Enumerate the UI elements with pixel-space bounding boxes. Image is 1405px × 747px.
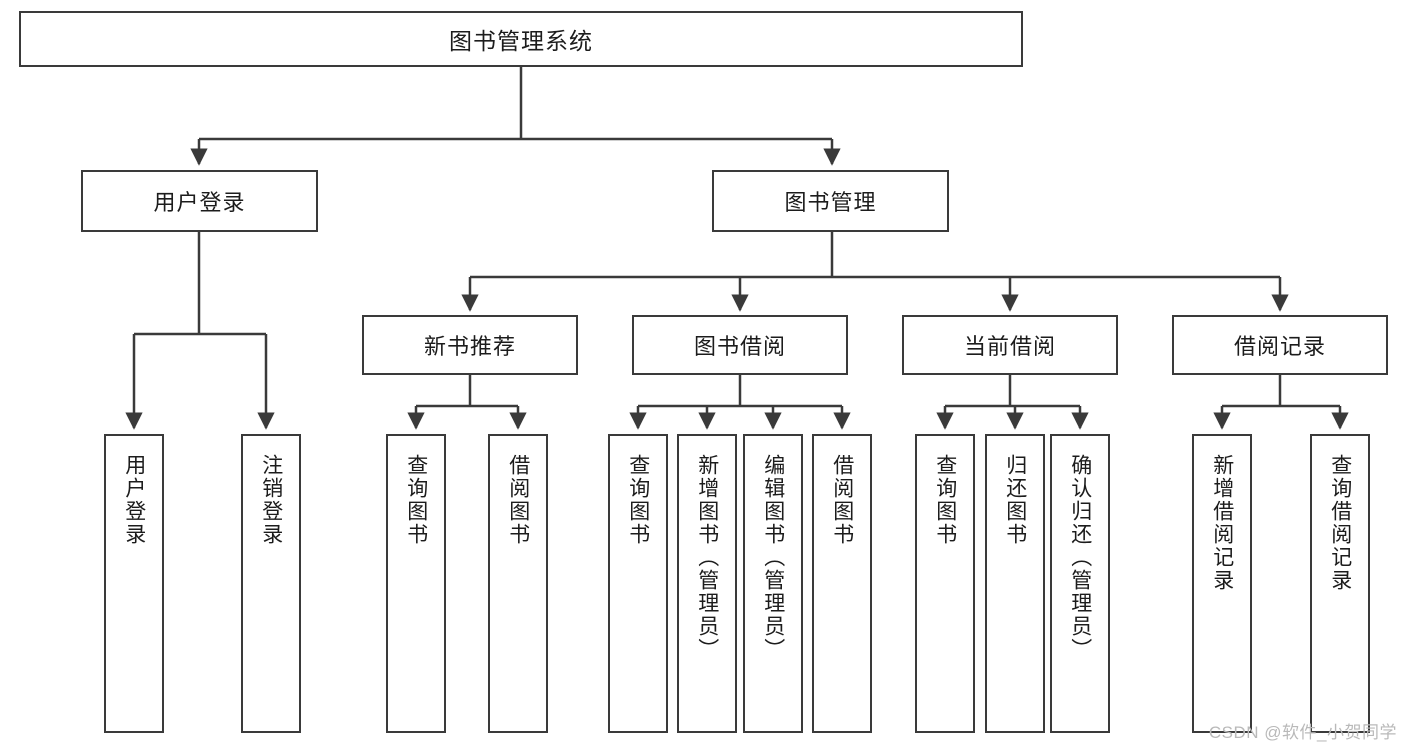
node-leaf-borrow-book-1-label: 借阅图书 [506, 454, 530, 546]
node-leaf-user-logout[interactable]: 注销登录 [241, 434, 301, 733]
node-book-manage-label: 图书管理 [784, 190, 877, 215]
node-borrow-record-label: 借阅记录 [1233, 334, 1326, 359]
node-leaf-confirm-return[interactable]: 确认归还（管理员） [1050, 434, 1110, 733]
node-leaf-borrow-book-1[interactable]: 借阅图书 [488, 434, 548, 733]
node-leaf-query-record-label: 查询借阅记录 [1328, 454, 1352, 592]
node-leaf-confirm-return-label: 确认归还（管理员） [1068, 454, 1092, 661]
node-root-label: 图书管理系统 [449, 28, 593, 54]
node-leaf-return-book[interactable]: 归还图书 [985, 434, 1045, 733]
node-leaf-borrow-book-2-label: 借阅图书 [830, 454, 854, 546]
node-book-borrow-label: 图书借阅 [693, 334, 786, 359]
node-leaf-edit-book[interactable]: 编辑图书（管理员） [743, 434, 803, 733]
node-new-book-recommend[interactable]: 新书推荐 [362, 315, 578, 375]
node-leaf-query-book-3-label: 查询图书 [933, 454, 957, 546]
node-leaf-query-record[interactable]: 查询借阅记录 [1310, 434, 1370, 733]
node-leaf-add-record-label: 新增借阅记录 [1210, 454, 1234, 592]
node-leaf-borrow-book-2[interactable]: 借阅图书 [812, 434, 872, 733]
node-current-borrow[interactable]: 当前借阅 [902, 315, 1118, 375]
node-book-manage[interactable]: 图书管理 [712, 170, 949, 232]
node-leaf-edit-book-label: 编辑图书（管理员） [761, 454, 785, 661]
node-leaf-return-book-label: 归还图书 [1003, 454, 1027, 546]
node-leaf-user-logout-label: 注销登录 [259, 454, 283, 546]
node-leaf-add-record[interactable]: 新增借阅记录 [1192, 434, 1252, 733]
node-root[interactable]: 图书管理系统 [19, 11, 1023, 67]
node-leaf-query-book-2[interactable]: 查询图书 [608, 434, 668, 733]
node-leaf-query-book-3[interactable]: 查询图书 [915, 434, 975, 733]
node-leaf-query-book-2-label: 查询图书 [626, 454, 650, 546]
node-user-login-label: 用户登录 [153, 190, 246, 215]
node-leaf-query-book-1-label: 查询图书 [404, 454, 428, 546]
node-book-borrow[interactable]: 图书借阅 [632, 315, 848, 375]
node-current-borrow-label: 当前借阅 [963, 334, 1056, 359]
node-new-book-recommend-label: 新书推荐 [423, 334, 516, 359]
node-user-login[interactable]: 用户登录 [81, 170, 318, 232]
node-leaf-user-login-label: 用户登录 [122, 454, 146, 546]
node-borrow-record[interactable]: 借阅记录 [1172, 315, 1388, 375]
node-leaf-query-book-1[interactable]: 查询图书 [386, 434, 446, 733]
node-leaf-user-login[interactable]: 用户登录 [104, 434, 164, 733]
watermark: CSDN @软件_小贺同学 [1208, 723, 1397, 742]
node-leaf-add-book[interactable]: 新增图书（管理员） [677, 434, 737, 733]
node-leaf-add-book-label: 新增图书（管理员） [695, 454, 719, 661]
